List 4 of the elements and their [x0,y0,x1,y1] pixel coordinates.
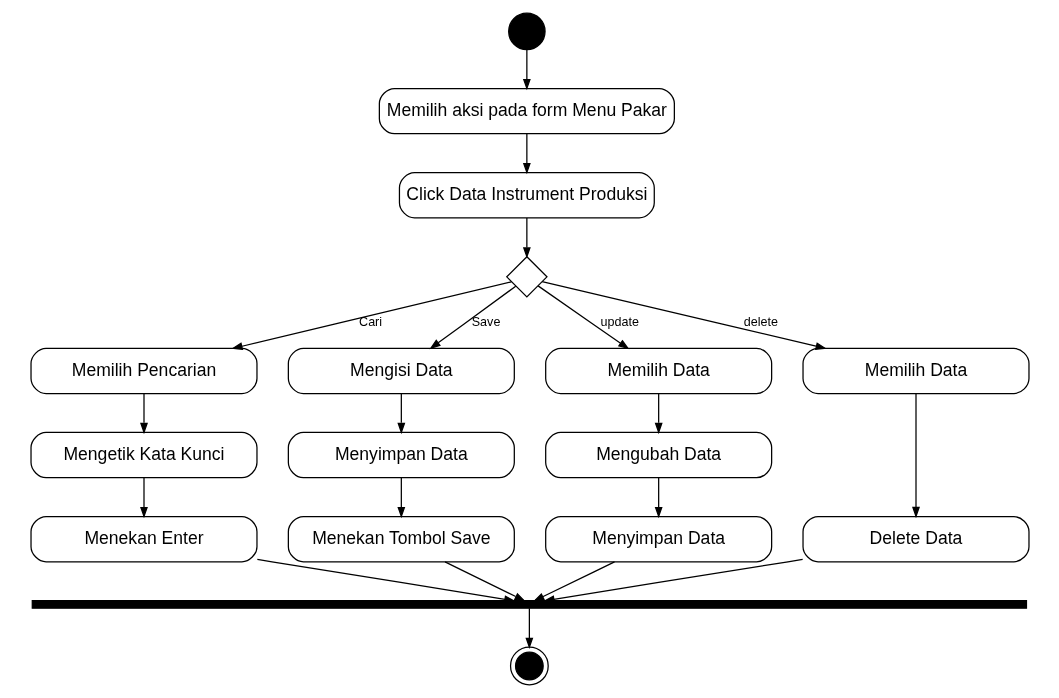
edge-label: update [600,314,639,329]
edge-label: delete [743,314,778,329]
edge-label: Save [471,314,500,329]
edge-label: Cari [358,314,382,329]
